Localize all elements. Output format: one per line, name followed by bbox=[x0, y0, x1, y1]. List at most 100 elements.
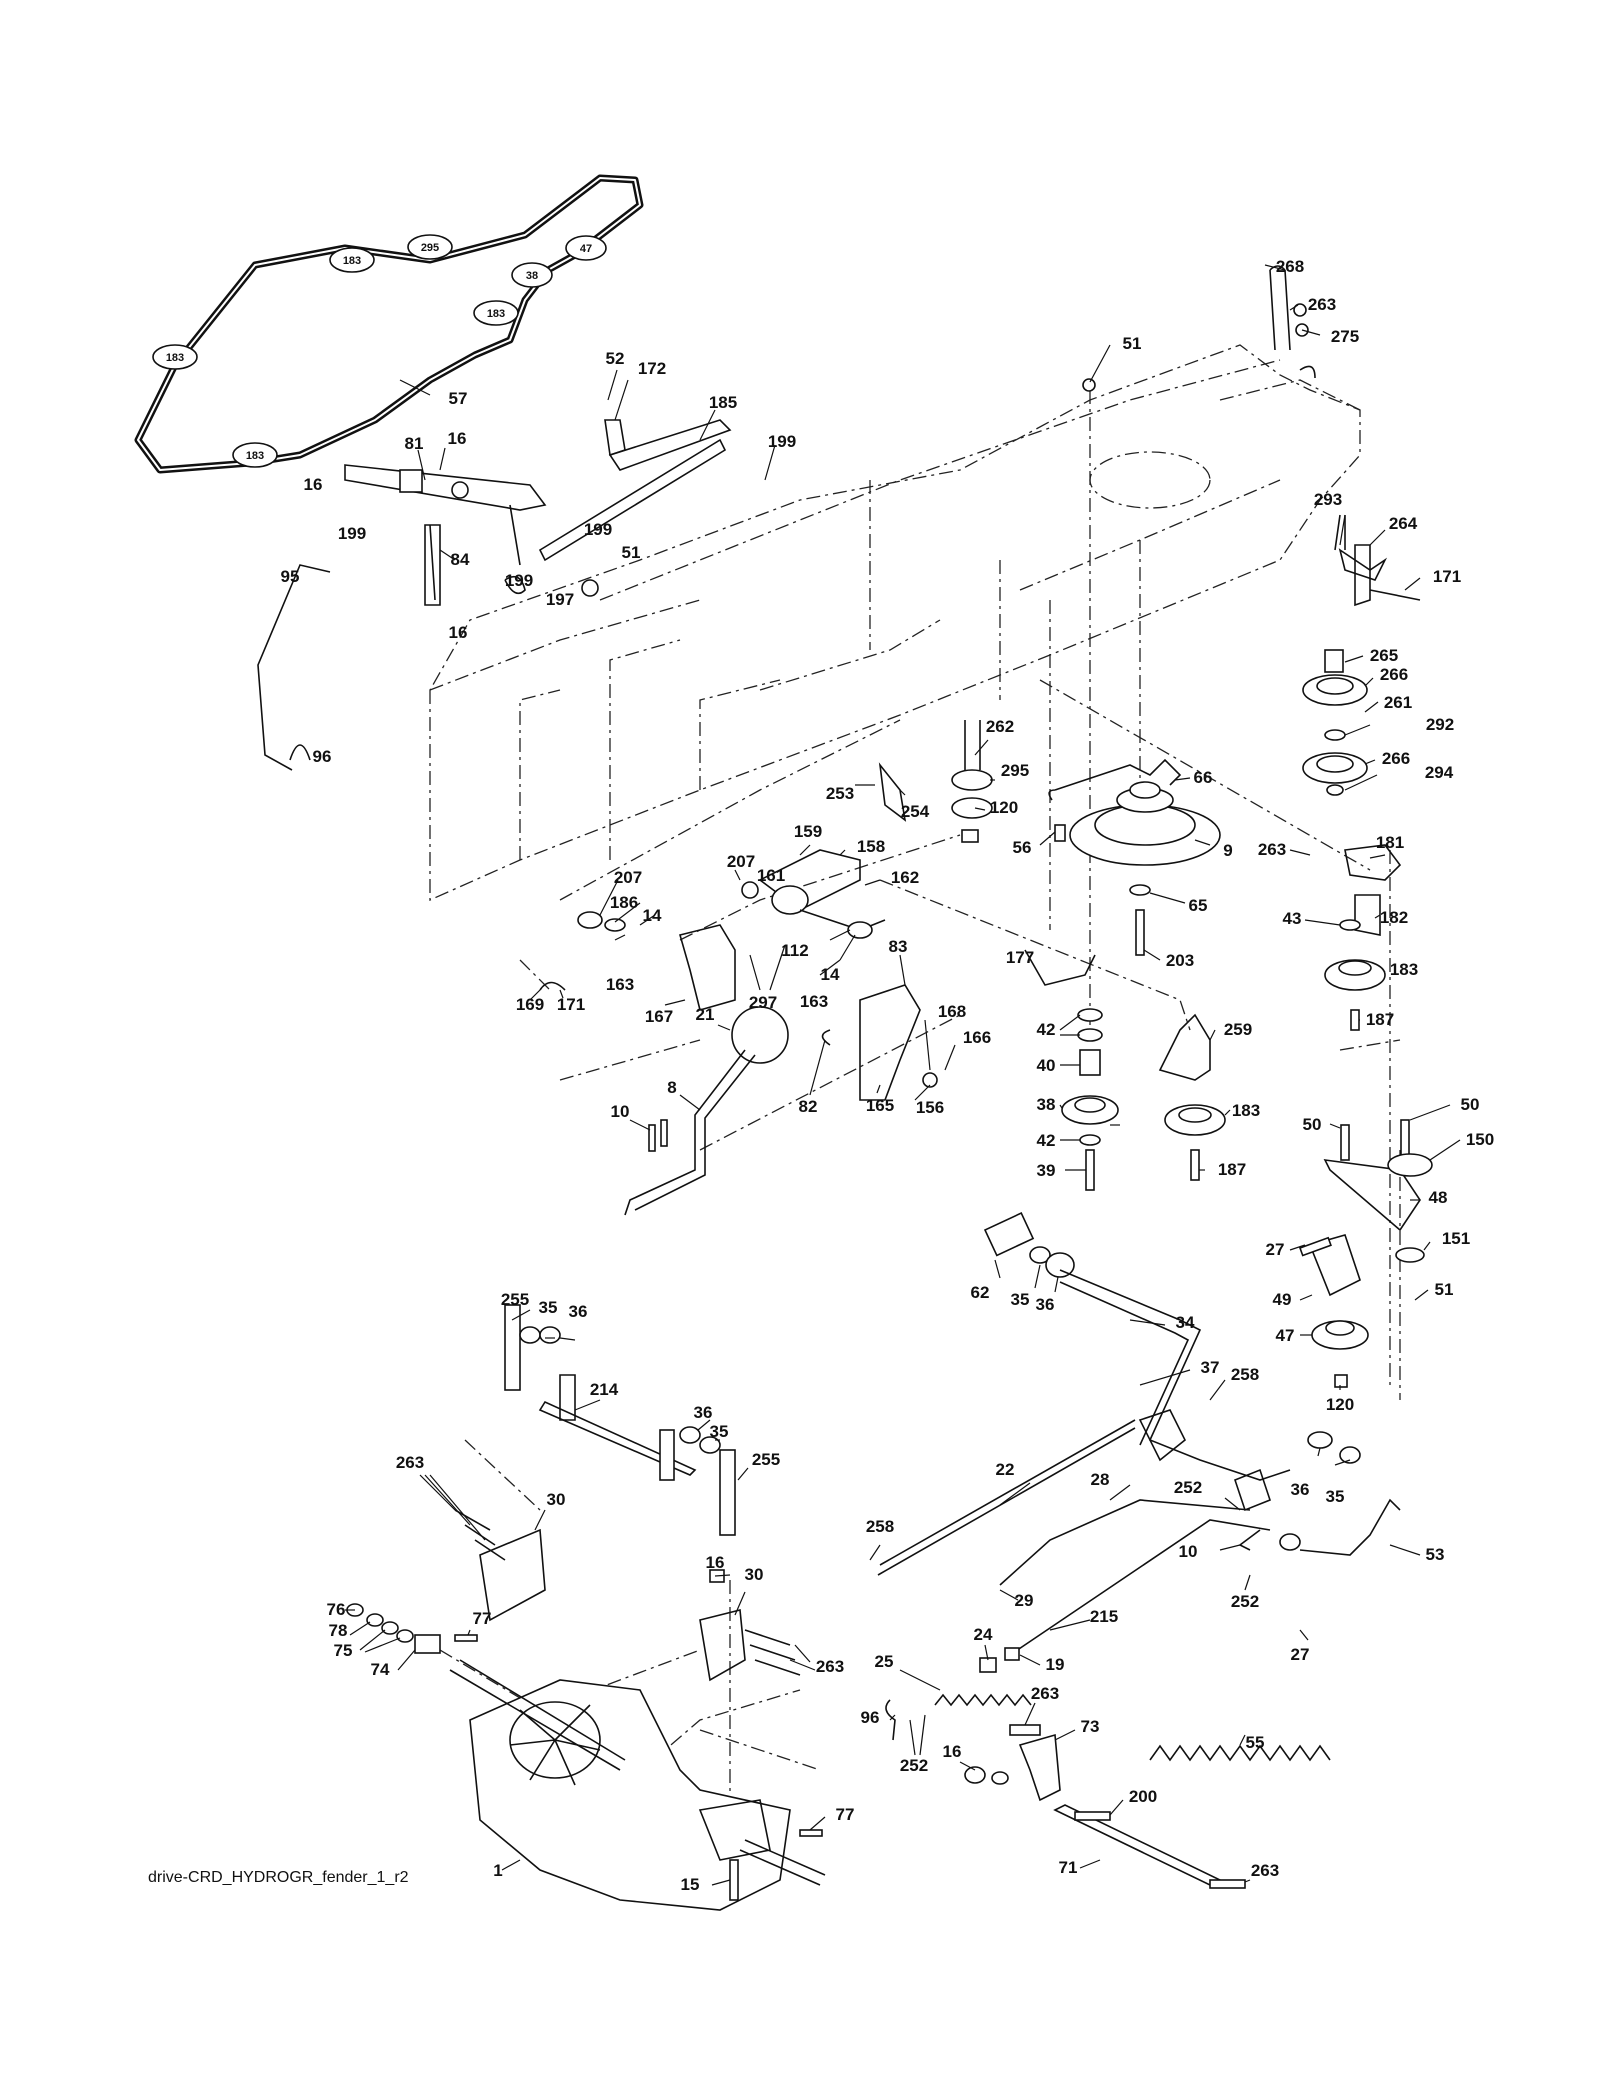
callout: 263 bbox=[1258, 840, 1286, 859]
callout: 258 bbox=[1231, 1365, 1259, 1384]
svg-text:47: 47 bbox=[580, 243, 592, 255]
callout: 266 bbox=[1380, 665, 1408, 684]
callout: 76 bbox=[327, 1600, 346, 1619]
callout: 36 bbox=[569, 1302, 588, 1321]
callout: 36 bbox=[1291, 1480, 1310, 1499]
callout: 56 bbox=[1013, 838, 1032, 857]
callout: 187 bbox=[1218, 1160, 1246, 1179]
diagram-caption: drive-CRD_HYDROGR_fender_1_r2 bbox=[148, 1869, 409, 1886]
callout: 266 bbox=[1382, 749, 1410, 768]
belt-badge: 183 bbox=[329, 247, 375, 273]
callout: 258 bbox=[866, 1517, 894, 1536]
callout: 262 bbox=[986, 717, 1014, 736]
callout: 159 bbox=[794, 822, 822, 841]
callout: 96 bbox=[861, 1708, 880, 1727]
callout: 183 bbox=[1390, 960, 1418, 979]
callout: 263 bbox=[396, 1453, 424, 1472]
callout: 48 bbox=[1429, 1188, 1448, 1207]
callout: 10 bbox=[611, 1102, 630, 1121]
belt-badge: 183 bbox=[232, 442, 278, 468]
callout: 163 bbox=[606, 975, 634, 994]
belt-badge: 47 bbox=[565, 235, 607, 261]
callout: 200 bbox=[1129, 1787, 1157, 1806]
svg-text:183: 183 bbox=[487, 308, 505, 320]
callout: 82 bbox=[799, 1097, 818, 1116]
callout: 78 bbox=[329, 1621, 348, 1640]
belt-badge: 183 bbox=[152, 344, 198, 370]
callout: 19 bbox=[1046, 1655, 1065, 1674]
callout: 71 bbox=[1059, 1858, 1078, 1877]
callout: 120 bbox=[990, 798, 1018, 817]
callout: 294 bbox=[1425, 763, 1454, 782]
callout: 172 bbox=[638, 359, 666, 378]
callout: 263 bbox=[1251, 1861, 1279, 1880]
callout: 73 bbox=[1081, 1717, 1100, 1736]
callout: 38 bbox=[1037, 1095, 1056, 1114]
callout: 62 bbox=[971, 1283, 990, 1302]
callout: 37 bbox=[1201, 1358, 1220, 1377]
callout: 207 bbox=[727, 852, 755, 871]
callout: 16 bbox=[706, 1553, 725, 1572]
callout: 167 bbox=[645, 1007, 673, 1026]
callout: 177 bbox=[1006, 948, 1034, 967]
callout: 263 bbox=[816, 1657, 844, 1676]
callout: 163 bbox=[800, 992, 828, 1011]
callout: 197 bbox=[546, 590, 574, 609]
callout: 1 bbox=[493, 1861, 502, 1880]
svg-text:183: 183 bbox=[166, 352, 184, 364]
callout: 16 bbox=[304, 475, 323, 494]
callout: 42 bbox=[1037, 1131, 1056, 1150]
drive-belt bbox=[134, 174, 644, 474]
callout: 25 bbox=[875, 1652, 894, 1671]
callout: 112 bbox=[781, 941, 808, 960]
callout: 66 bbox=[1194, 768, 1213, 787]
callout: 77 bbox=[836, 1805, 855, 1824]
callout: 199 bbox=[584, 520, 612, 539]
callout: 156 bbox=[916, 1098, 944, 1117]
callout: 297 bbox=[749, 993, 777, 1012]
callout: 15 bbox=[681, 1875, 700, 1894]
callout: 84 bbox=[451, 550, 470, 569]
svg-text:295: 295 bbox=[421, 242, 439, 254]
callout: 14 bbox=[643, 906, 662, 925]
callout: 165 bbox=[866, 1096, 894, 1115]
callout: 150 bbox=[1466, 1130, 1494, 1149]
callout: 181 bbox=[1376, 833, 1404, 852]
callout: 35 bbox=[710, 1422, 729, 1441]
callout: 8 bbox=[667, 1078, 676, 1097]
callout: 16 bbox=[448, 429, 467, 448]
callout: 158 bbox=[857, 837, 885, 856]
callout: 261 bbox=[1384, 693, 1412, 712]
callout: 254 bbox=[901, 802, 930, 821]
callout: 292 bbox=[1426, 715, 1454, 734]
callout: 81 bbox=[405, 434, 424, 453]
svg-text:38: 38 bbox=[526, 270, 538, 282]
callout: 255 bbox=[752, 1450, 780, 1469]
callout: 10 bbox=[1179, 1542, 1198, 1561]
callout: 168 bbox=[938, 1002, 966, 1021]
callout: 74 bbox=[371, 1660, 390, 1679]
callout: 27 bbox=[1266, 1240, 1285, 1259]
callout: 35 bbox=[1326, 1487, 1345, 1506]
callout: 35 bbox=[539, 1298, 558, 1317]
assembly-guide-lines bbox=[439, 390, 1401, 1800]
callout: 199 bbox=[768, 432, 796, 451]
callout: 95 bbox=[281, 567, 300, 586]
callout: 47 bbox=[1276, 1326, 1295, 1345]
callout: 253 bbox=[826, 784, 854, 803]
callout: 57 bbox=[449, 389, 468, 408]
callout: 24 bbox=[974, 1625, 993, 1644]
callout: 30 bbox=[547, 1490, 566, 1509]
callout: 199 bbox=[338, 524, 366, 543]
callout: 199 bbox=[505, 571, 533, 590]
callout: 29 bbox=[1015, 1591, 1034, 1610]
callout: 166 bbox=[963, 1028, 991, 1047]
callout: 43 bbox=[1283, 909, 1302, 928]
callout: 186 bbox=[610, 893, 638, 912]
callout: 275 bbox=[1331, 327, 1359, 346]
callout: 40 bbox=[1037, 1056, 1056, 1075]
callout: 207 bbox=[614, 868, 642, 887]
belt-badge: 183 bbox=[473, 300, 519, 326]
callout: 53 bbox=[1426, 1545, 1445, 1564]
